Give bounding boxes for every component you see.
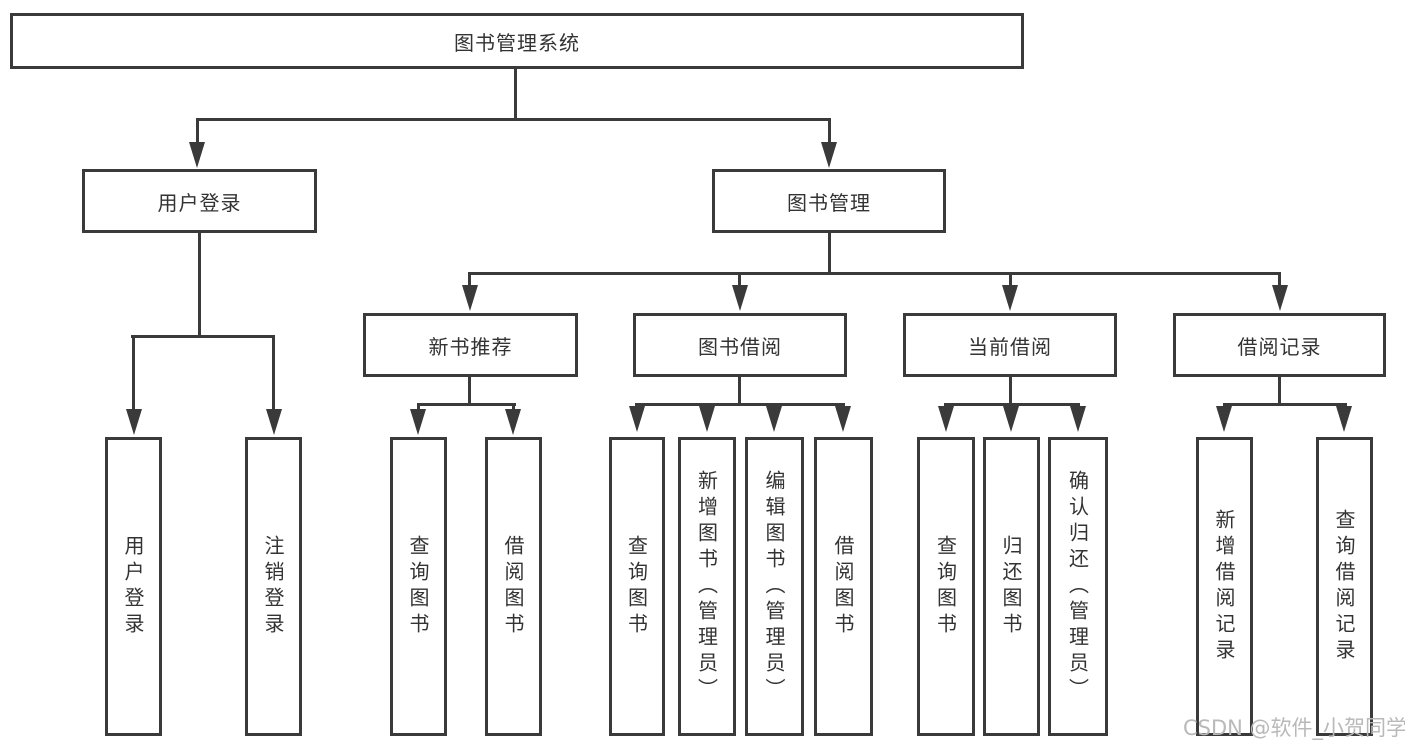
leaf-query-books-recommend: 查询图书 xyxy=(390,437,447,736)
node-user-login: 用户登录 xyxy=(82,169,317,233)
csdn-watermark: CSDN @软件_小贺同学 xyxy=(1183,716,1405,740)
connector-line xyxy=(196,118,199,146)
node-user-login-label: 用户登录 xyxy=(157,190,242,215)
leaf-return-books: 归还图书 xyxy=(983,437,1040,736)
connector-line xyxy=(131,335,275,338)
arrow-down-icon xyxy=(1003,406,1019,432)
connector-line xyxy=(828,118,831,146)
leaf-return-books-label: 归还图书 xyxy=(999,534,1023,639)
arrow-down-icon xyxy=(1070,406,1086,432)
connector-line xyxy=(468,272,471,288)
connector-line xyxy=(132,335,135,411)
arrow-down-icon xyxy=(821,142,837,168)
arrow-down-icon xyxy=(126,409,142,435)
leaf-query-books-current: 查询图书 xyxy=(917,437,975,736)
node-new-book-recommendation-label: 新书推荐 xyxy=(428,334,513,359)
connector-line xyxy=(738,377,741,406)
leaf-query-books-recommend-label: 查询图书 xyxy=(406,534,430,639)
connector-line xyxy=(1223,403,1347,406)
node-new-book-recommendation: 新书推荐 xyxy=(363,313,578,377)
leaf-query-books-borrowing: 查询图书 xyxy=(609,437,665,736)
connector-line xyxy=(196,118,831,121)
leaf-logout-login-label: 注销登录 xyxy=(261,534,285,639)
leaf-logout-login: 注销登录 xyxy=(245,437,302,736)
arrow-down-icon xyxy=(699,406,715,432)
connector-line xyxy=(738,272,741,288)
arrow-down-icon xyxy=(938,406,954,432)
root-node-library-management-system: 图书管理系统 xyxy=(10,13,1024,69)
arrow-down-icon xyxy=(835,406,851,432)
node-book-management: 图书管理 xyxy=(712,169,946,233)
connector-line xyxy=(198,233,201,338)
connector-line xyxy=(828,233,831,275)
leaf-query-books-current-label: 查询图书 xyxy=(933,534,958,639)
connector-line xyxy=(514,69,517,121)
node-book-management-label: 图书管理 xyxy=(787,190,871,215)
connector-line xyxy=(1278,272,1281,288)
leaf-confirm-return-admin: 确认归还（管理员） xyxy=(1048,437,1108,736)
connector-line xyxy=(944,403,1080,406)
leaf-confirm-return-admin-label: 确认归还（管理员） xyxy=(1065,469,1090,704)
connector-line xyxy=(468,272,1281,275)
leaf-borrow-books-recommend-label: 借阅图书 xyxy=(501,534,525,639)
connector-line xyxy=(272,335,275,411)
leaf-edit-book-admin-label: 编辑图书（管理员） xyxy=(762,469,786,704)
leaf-query-books-borrowing-label: 查询图书 xyxy=(624,534,649,639)
leaf-user-login-label: 用户登录 xyxy=(121,534,145,639)
connector-line xyxy=(1278,377,1281,406)
leaf-query-borrow-record: 查询借阅记录 xyxy=(1316,437,1373,736)
arrow-down-icon xyxy=(505,409,521,435)
connector-line xyxy=(512,403,515,413)
node-current-borrowing: 当前借阅 xyxy=(903,313,1117,377)
arrow-down-icon xyxy=(1336,406,1352,432)
connector-line xyxy=(1009,272,1012,288)
node-book-borrowing: 图书借阅 xyxy=(633,313,847,377)
node-borrowing-records: 借阅记录 xyxy=(1173,313,1386,377)
leaf-borrow-books-borrowing: 借阅图书 xyxy=(814,437,873,736)
connector-line xyxy=(468,377,471,406)
arrow-down-icon xyxy=(766,406,782,432)
leaf-add-borrow-record: 新增借阅记录 xyxy=(1196,437,1253,736)
arrow-down-icon xyxy=(410,409,426,435)
leaf-edit-book-admin: 编辑图书（管理员） xyxy=(745,437,804,736)
leaf-borrow-books-recommend: 借阅图书 xyxy=(485,437,542,736)
arrow-down-icon xyxy=(1002,285,1018,311)
connector-line xyxy=(635,403,845,406)
arrow-down-icon xyxy=(732,285,748,311)
node-current-borrowing-label: 当前借阅 xyxy=(968,334,1052,359)
leaf-query-borrow-record-label: 查询借阅记录 xyxy=(1332,508,1356,665)
arrow-down-icon xyxy=(1216,406,1232,432)
leaf-add-book-admin-label: 新增图书（管理员） xyxy=(694,469,719,704)
arrow-down-icon xyxy=(1272,285,1288,311)
connector-line xyxy=(417,403,420,413)
connector-line xyxy=(417,403,516,406)
leaf-add-borrow-record-label: 新增借阅记录 xyxy=(1212,508,1236,665)
leaf-add-book-admin: 新增图书（管理员） xyxy=(678,437,736,736)
arrow-down-icon xyxy=(266,409,282,435)
arrow-down-icon xyxy=(462,285,478,311)
leaf-borrow-books-borrowing-label: 借阅图书 xyxy=(831,534,855,639)
leaf-user-login: 用户登录 xyxy=(105,437,162,736)
arrow-down-icon xyxy=(629,406,645,432)
arrow-down-icon xyxy=(189,142,205,168)
node-borrowing-records-label: 借阅记录 xyxy=(1237,334,1322,359)
connector-line xyxy=(1009,377,1012,406)
root-node-label: 图书管理系统 xyxy=(454,30,580,55)
node-book-borrowing-label: 图书借阅 xyxy=(698,334,782,359)
